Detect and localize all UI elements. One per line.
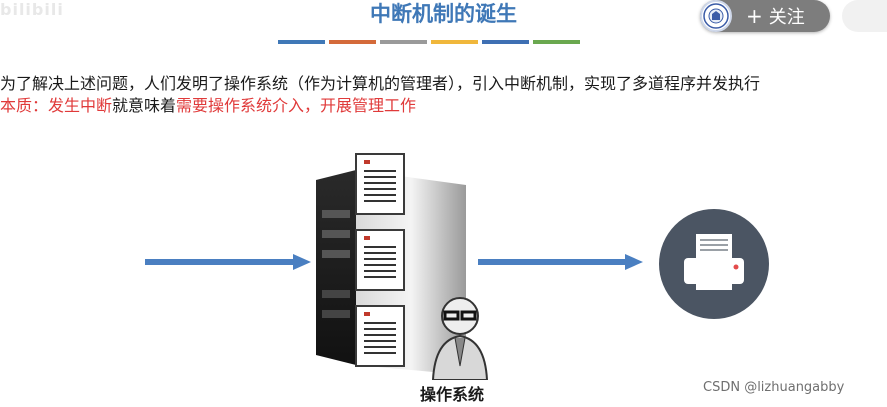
follow-label: 关注 — [768, 7, 805, 28]
output-arrow-icon — [478, 254, 643, 270]
printer-icon — [659, 209, 769, 319]
title-color-bar — [278, 40, 580, 44]
os-label: 操作系统 — [420, 385, 485, 404]
page-title: 中断机制的诞生 — [370, 2, 517, 26]
essence-connector: 就意味着 — [112, 96, 177, 115]
follow-button[interactable]: + 关注 — [700, 0, 830, 32]
document-icon — [355, 229, 405, 291]
avatar — [700, 0, 732, 32]
bilibili-watermark: bilibili — [0, 0, 64, 19]
document-icon — [355, 153, 405, 215]
document-icon — [355, 305, 405, 367]
person-icon — [431, 297, 489, 380]
essence-prefix: 本质：发生中断 — [0, 96, 113, 115]
essence-highlight: 需要操作系统介入，开展管理工作 — [176, 96, 417, 115]
csdn-watermark: CSDN @lizhuangabby — [703, 380, 845, 395]
university-emblem-icon — [703, 3, 729, 29]
input-arrow-icon — [145, 254, 311, 270]
more-button[interactable] — [842, 0, 887, 32]
explanation-line: 为了解决上述问题，人们发明了操作系统（作为计算机的管理者），引入中断机制，实现了… — [0, 74, 761, 93]
plus-icon: + — [746, 4, 763, 28]
essence-line: 本质：发生中断就意味着需要操作系统介入，开展管理工作 — [0, 92, 416, 116]
